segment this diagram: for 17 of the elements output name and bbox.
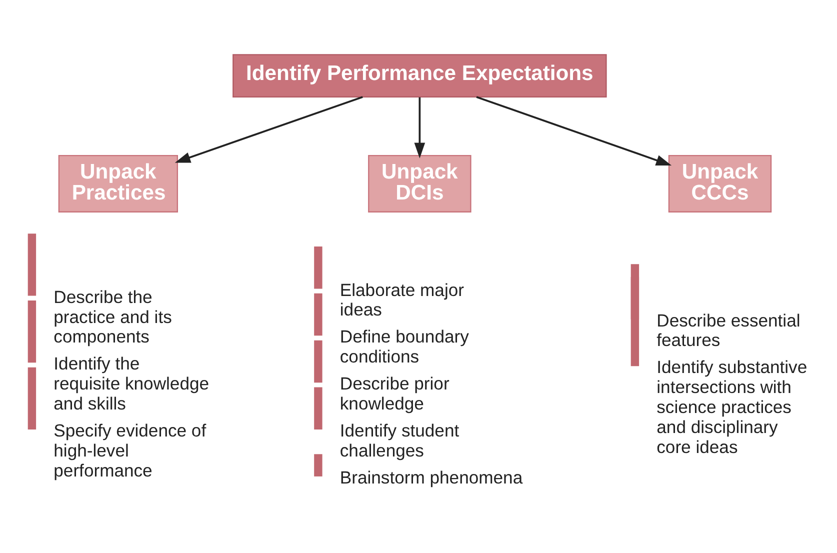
- arrow: [174, 96, 363, 162]
- node-label: Identify substantive intersections with science practices and disciplinary core ideas: [656, 356, 808, 456]
- node-box: Unpack CCCs: [668, 154, 772, 212]
- arrow: [476, 96, 672, 166]
- node-label: Identify student challenges: [340, 420, 460, 460]
- node-box: Unpack Practices: [58, 154, 178, 212]
- node-label: Describe prior knowledge: [340, 373, 450, 414]
- node-label: Brainstorm phenomena: [340, 466, 523, 487]
- node-label: Define boundary conditions: [340, 326, 469, 366]
- node-label: Identify the requisite knowledge and skills: [54, 353, 210, 414]
- node-label: Describe essential features: [656, 310, 800, 350]
- node-box: Identify Performance Expectations: [232, 54, 607, 98]
- node-label: Elaborate major ideas: [340, 279, 464, 320]
- node-box: Unpack DCIs: [368, 154, 472, 212]
- node-label: Specify evidence of high-level performance: [54, 420, 206, 480]
- node-label: Describe the practice and its components: [54, 286, 172, 346]
- arrow: [414, 96, 426, 158]
